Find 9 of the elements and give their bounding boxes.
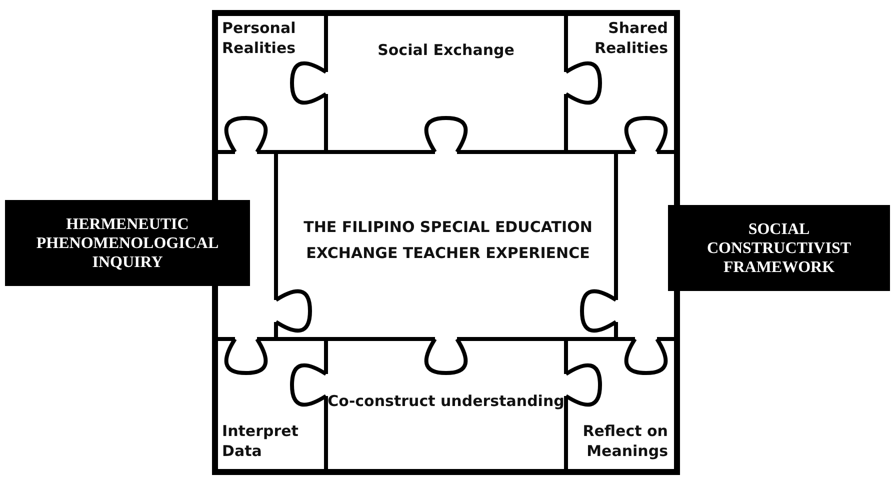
- piece-label: Social Exchange: [376, 40, 516, 60]
- method-box: SOCIAL CONSTRUCTIVIST FRAMEWORK: [668, 205, 890, 291]
- piece-label: Co-construct understanding: [326, 391, 566, 411]
- piece-label: Interpret Data: [222, 421, 300, 461]
- piece-label: Shared Realities: [593, 18, 668, 58]
- piece-label: THE FILIPINO SPECIAL EDUCATION EXCHANGE TEACHER EXPERIENCE: [302, 217, 594, 264]
- piece-label: Reflect on Meanings: [582, 421, 668, 461]
- piece-label: Personal Realities: [222, 18, 297, 58]
- method-box: HERMENEUTIC PHENOMENOLOGICAL INQUIRY: [5, 200, 250, 286]
